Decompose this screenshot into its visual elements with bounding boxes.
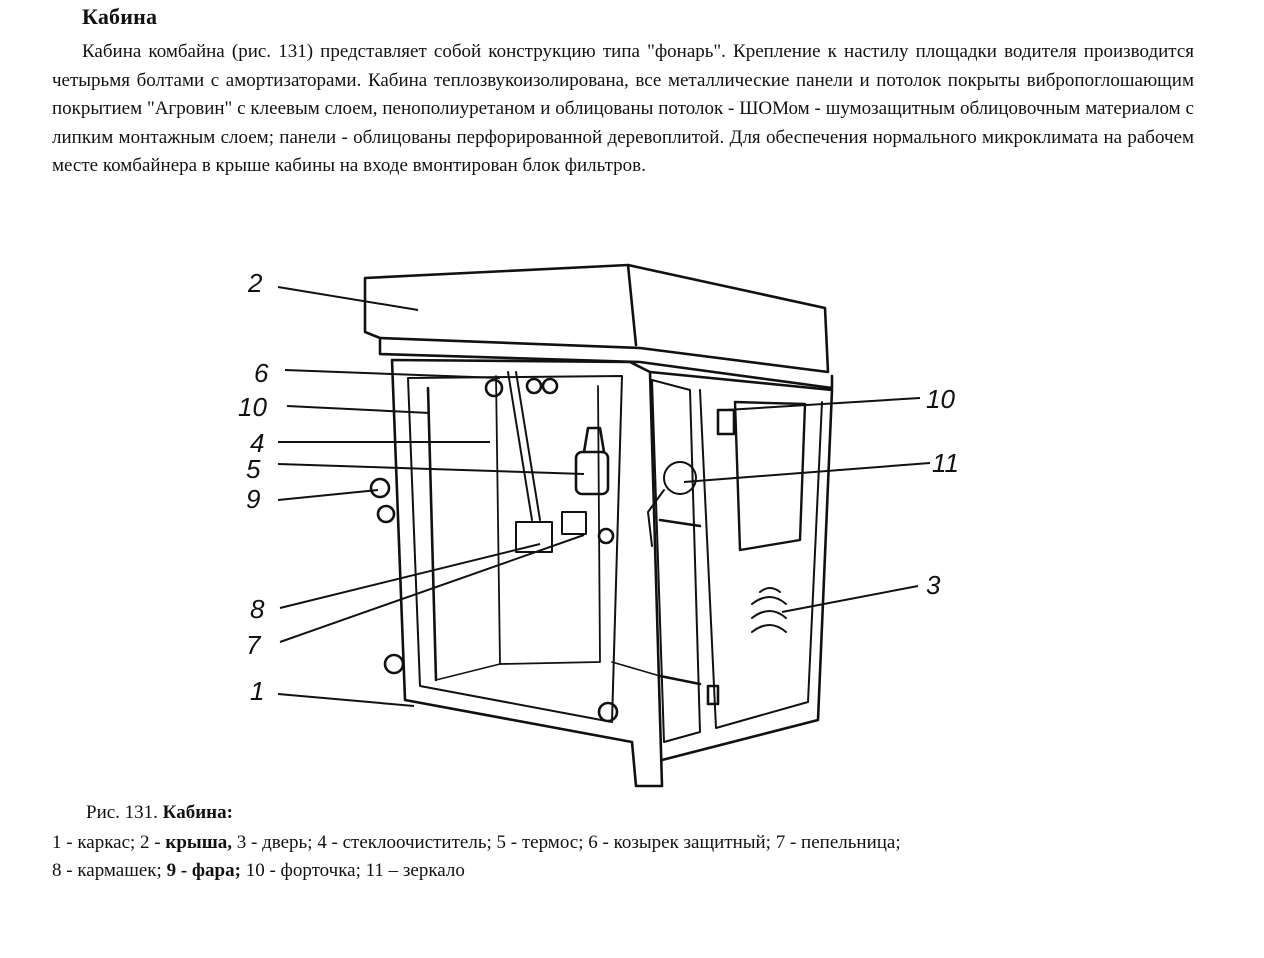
legend-text: стеклоочиститель; [342, 832, 492, 853]
lamp-7 [525, 377, 543, 395]
section-title: Кабина [82, 4, 158, 29]
door-latch [716, 408, 736, 436]
callout-11: 11 [932, 448, 959, 478]
callout-2: 2 [247, 268, 263, 298]
legend-num: 9 [166, 860, 177, 881]
callout-10-left: 10 [238, 392, 267, 422]
lamp-1 [369, 477, 391, 499]
rear-frame [495, 375, 601, 665]
legend-num: 7 [775, 832, 786, 853]
lamp-3 [383, 653, 405, 675]
lamp-4 [597, 701, 619, 723]
legend-num: 5 [496, 832, 507, 853]
legend-text: каркас; [77, 832, 136, 853]
wiper [507, 371, 541, 521]
roof-rim [378, 338, 834, 390]
legend-text: зеркало [402, 860, 465, 881]
door-handle [706, 684, 720, 706]
callout-4: 4 [250, 428, 264, 458]
lamp-2 [376, 504, 396, 524]
lamp-8 [541, 377, 559, 395]
legend-text: форточка; [280, 860, 361, 881]
legend-text: козырек защитный; [613, 832, 771, 853]
section-paragraph: Кабина комбайна (рис. 131) представляет … [52, 41, 1194, 177]
legend-num: 3 [236, 832, 247, 853]
pocket [515, 521, 553, 553]
legend-num: 6 [588, 832, 598, 853]
door-window [733, 400, 807, 552]
callout-10-right: 10 [926, 384, 955, 414]
roof-top [363, 263, 830, 374]
callout-5: 5 [246, 454, 261, 484]
lamp-5 [597, 527, 615, 545]
figure-caption: Рис. 131. Кабина: [86, 802, 233, 824]
legend-text: кармашек; [77, 860, 162, 881]
legend-text: фара; [191, 860, 241, 881]
legend-line-2: 8 - кармашек; 9 - фара; 10 - форточка; 1… [52, 860, 465, 881]
side-panel [648, 370, 834, 762]
mirror [663, 461, 697, 495]
door-outline [651, 379, 701, 743]
ashtray [561, 511, 587, 535]
vent-grille [751, 587, 787, 633]
callout-9: 9 [246, 484, 260, 514]
legend-num: 11 [365, 860, 384, 881]
legend-num: 2 [140, 832, 150, 853]
lamp-6 [484, 378, 504, 398]
legend-line-1: 1 - каркас; 2 - крыша, 3 - дверь; 4 - ст… [52, 832, 901, 853]
legend-text: термос; [521, 832, 584, 853]
callout-6: 6 [254, 358, 269, 388]
caption-title: Кабина: [162, 802, 233, 823]
callout-7: 7 [246, 630, 262, 660]
front-window [407, 375, 623, 723]
cabin-diagram: 2 6 10 4 5 9 8 7 1 10 11 3 [238, 263, 959, 788]
legend-text: крыша, [165, 832, 233, 853]
legend-text: дверь; [262, 832, 313, 853]
caption-prefix: Рис. 131. [86, 802, 158, 823]
callout-1: 1 [250, 676, 264, 706]
callout-8: 8 [250, 594, 265, 624]
legend-num: 4 [317, 832, 327, 853]
front-frame [390, 358, 664, 788]
legend-num: 1 [52, 832, 62, 853]
legend-num: 10 [245, 860, 265, 881]
callout-3: 3 [926, 570, 941, 600]
legend-text: пепельница; [801, 832, 901, 853]
legend-num: 8 [52, 860, 62, 881]
